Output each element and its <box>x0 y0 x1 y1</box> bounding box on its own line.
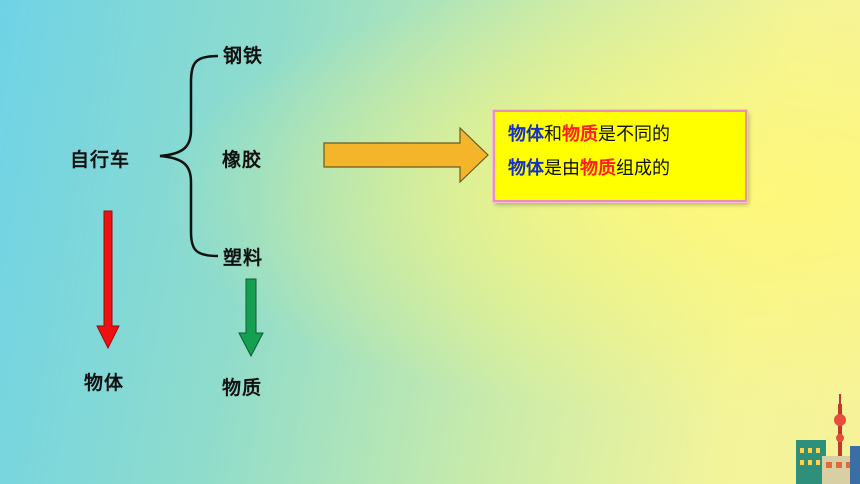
material-label-rubber: 橡胶 <box>222 149 263 171</box>
callout-line-1: 物体和物质是不同的 <box>508 118 745 152</box>
curly-brace <box>159 54 219 258</box>
material-label-steel: 钢铁 <box>223 45 264 67</box>
callout-line2-substance: 物质 <box>580 158 616 179</box>
material-label-plastic: 塑料 <box>223 247 264 269</box>
big-right-arrow <box>323 126 489 184</box>
result-label-object: 物体 <box>84 372 125 394</box>
result-label-substance: 物质 <box>222 377 263 399</box>
callout-line2-by: 是由 <box>544 158 580 179</box>
callout-line1-rest: 是不同的 <box>598 124 670 145</box>
callout-line2-object: 物体 <box>508 158 544 179</box>
callout-line1-and: 和 <box>544 124 562 145</box>
callout-line1-object: 物体 <box>508 124 544 145</box>
red-down-arrow <box>96 210 120 350</box>
city-skyline-tower-icon <box>796 394 860 484</box>
callout-line1-substance: 物质 <box>562 124 598 145</box>
green-down-arrow <box>238 278 264 358</box>
conclusion-callout: 物体和物质是不同的 物体是由物质组成的 <box>493 110 747 202</box>
callout-line-2: 物体是由物质组成的 <box>508 152 745 186</box>
callout-line2-rest: 组成的 <box>616 158 670 179</box>
root-label: 自行车 <box>70 149 131 171</box>
